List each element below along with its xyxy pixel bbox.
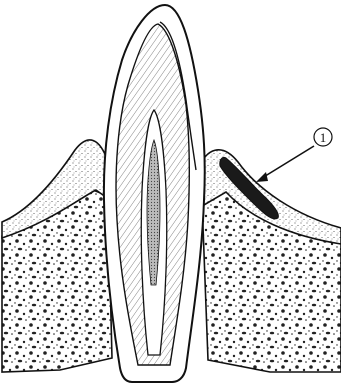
callout-number-label: 1	[320, 130, 327, 145]
callout-arrow-line	[262, 146, 314, 178]
callout-arrowhead	[256, 172, 268, 182]
